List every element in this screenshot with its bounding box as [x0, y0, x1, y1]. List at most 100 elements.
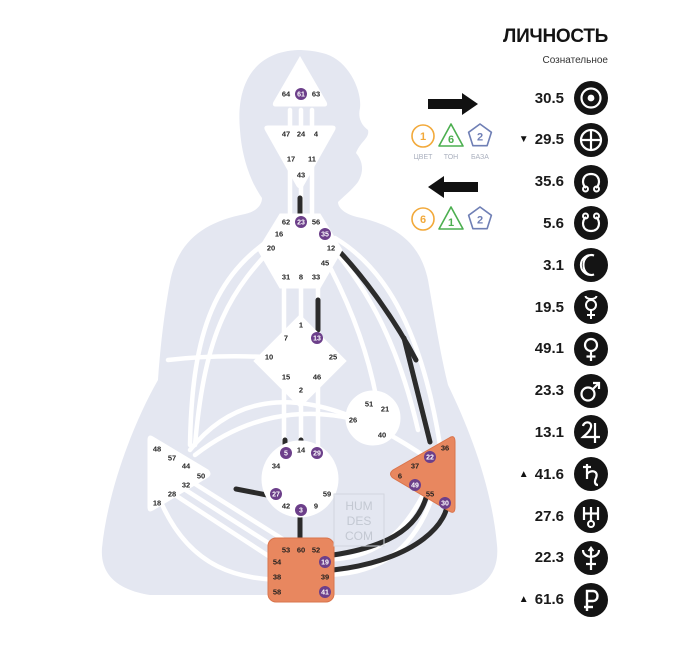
planet-row: 35.6: [519, 164, 608, 199]
planet-row: 5.6: [527, 206, 608, 241]
gate-24-label: 24: [297, 130, 306, 139]
gate-44-label: 44: [182, 462, 191, 471]
top-tone-triangle: [438, 123, 464, 147]
gate-41-label: 41: [321, 590, 329, 597]
gate-54-label: 54: [273, 558, 282, 567]
row-arrow: ▲: [518, 594, 529, 606]
gate-16-label: 16: [275, 230, 283, 239]
row-value: 5.6: [543, 214, 564, 232]
planet-row: 19.5: [519, 290, 608, 324]
gate-35-label: 35: [321, 232, 329, 239]
row-value: 27.6: [534, 507, 564, 525]
gate-11-label: 11: [308, 155, 316, 164]
gate-22-activation: [424, 451, 436, 463]
root-center: [267, 537, 335, 603]
bottom-color-value: 6: [420, 214, 426, 226]
gate-4-label: 4: [314, 130, 319, 139]
north-node-icon: [574, 164, 608, 199]
uranus-icon: [574, 499, 608, 533]
gate-22-label: 22: [426, 455, 434, 462]
gate-61-label: 61: [297, 92, 305, 99]
gate-29-activation: [311, 447, 323, 459]
panel-title: ЛИЧНОСТЬ: [503, 26, 608, 47]
gate-26-label: 26: [349, 416, 357, 425]
gate-3-label: 3: [299, 508, 303, 515]
gate-57-label: 57: [168, 454, 176, 463]
row-arrow: ▲: [518, 468, 529, 480]
gate-28-label: 28: [168, 490, 176, 499]
heart-center: [345, 390, 401, 446]
venus-icon: [574, 331, 608, 366]
variable-label-2: ТОН: [444, 154, 458, 161]
earth-icon: [574, 122, 608, 157]
mercury-icon: [574, 290, 608, 324]
row-value: 41.6: [534, 465, 564, 483]
planet-row: 49.1: [519, 331, 608, 366]
planet-row: 22.3: [519, 540, 608, 575]
top-tone-value: 6: [448, 134, 454, 146]
gate-7-label: 7: [284, 334, 288, 343]
gate-40-label: 40: [378, 431, 386, 440]
planet-row: 30.5: [519, 81, 608, 115]
gate-10-label: 10: [265, 353, 273, 362]
top-color-value: 1: [420, 131, 426, 143]
planet-row: 3.1: [527, 248, 608, 283]
gate-60-label: 60: [297, 546, 305, 555]
gate-45-label: 45: [321, 259, 329, 268]
gate-1-label: 1: [299, 321, 303, 330]
planet-row: 13.1: [519, 415, 608, 450]
bottom-base-pentagon: [467, 206, 493, 230]
gate-58-label: 58: [273, 588, 281, 597]
bottom-tone-triangle: [438, 206, 464, 230]
defined-channel-8: [401, 335, 433, 445]
watermark-line-1: HUM: [345, 499, 372, 513]
gate-30-activation: [439, 497, 451, 509]
gate-25-label: 25: [329, 353, 337, 362]
gate-23-activation: [295, 216, 307, 228]
row-value: 49.1: [534, 340, 564, 358]
gate-63-label: 63: [312, 90, 320, 99]
gate-18-label: 18: [153, 499, 161, 508]
gate-21-label: 21: [381, 405, 389, 414]
gate-2-label: 2: [299, 386, 303, 395]
top-color-circle: [411, 124, 435, 148]
gate-27-activation: [270, 488, 282, 500]
gate-56-label: 56: [312, 218, 320, 227]
gate-49-label: 49: [411, 483, 419, 490]
gate-19-activation: [319, 556, 331, 568]
solar-plexus-center: [390, 436, 456, 513]
planet-row: ▲ 41.6: [518, 457, 608, 492]
gate-50-label: 50: [197, 472, 205, 481]
gate-30-label: 30: [441, 501, 449, 508]
bottom-color-circle: [411, 207, 435, 231]
gate-39-label: 39: [321, 573, 329, 582]
row-value: 35.6: [534, 173, 564, 191]
variable-label-3: БАЗА: [471, 154, 489, 161]
gate-38-label: 38: [273, 573, 281, 582]
head-center: [272, 56, 328, 107]
watermark-line-3: COM: [345, 529, 373, 543]
row-value: 23.3: [534, 382, 564, 400]
bottom-base-value: 2: [477, 215, 483, 227]
row-value: 22.3: [534, 549, 564, 567]
gate-9-label: 9: [314, 502, 318, 511]
gate-19-label: 19: [321, 560, 329, 567]
gate-52-label: 52: [312, 546, 320, 555]
gate-27-label: 27: [272, 492, 280, 499]
gate-8-label: 8: [299, 273, 303, 282]
bottom-arrow-icon: [428, 176, 478, 198]
sacral-center: [261, 440, 339, 518]
gate-36-label: 36: [441, 444, 449, 453]
row-value: 3.1: [543, 256, 564, 274]
gate-48-label: 48: [153, 445, 161, 454]
planet-row: ▲61.6: [518, 582, 608, 617]
planet-row: 23.3: [519, 373, 608, 408]
jupiter-icon: [574, 415, 608, 450]
gate-42-label: 42: [282, 502, 290, 511]
gate-31-label: 31: [282, 273, 290, 282]
gate-41-activation: [319, 586, 331, 598]
gate-64-label: 64: [282, 90, 291, 99]
gate-34-label: 34: [272, 462, 281, 471]
gate-61-activation: [295, 88, 307, 100]
sun-icon: [574, 81, 608, 115]
